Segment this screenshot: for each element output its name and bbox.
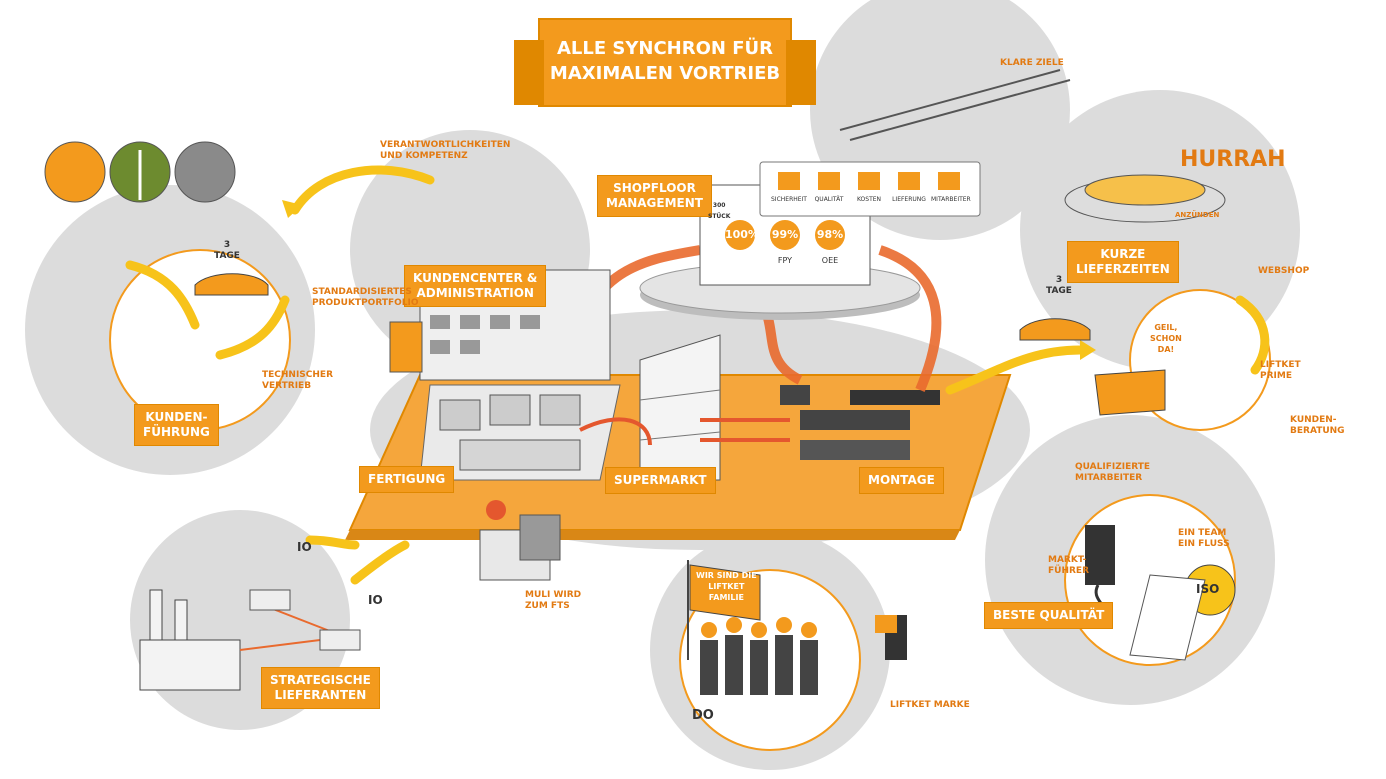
note-stueck: 300 STÜCK <box>708 202 731 220</box>
note-klare-ziele: KLARE ZIELE <box>1000 58 1064 68</box>
note-ein-team: EIN TEAM EIN FLUSS <box>1178 528 1230 549</box>
label-supermarkt: SUPERMARKT <box>606 468 715 493</box>
note-familie: WIR SIND DIE LIFTKET FAMILIE <box>696 571 757 602</box>
note-marktfuehrer: MARKT- FÜHRER <box>1048 555 1089 576</box>
kpi-icon-qualitaet <box>818 172 840 190</box>
label-kundencenter: KUNDENCENTER & ADMINISTRATION <box>405 266 546 306</box>
kpi-circle-3: 98% <box>815 220 845 250</box>
kpi-caption-oee: OEE <box>821 256 839 265</box>
kpi-label-lieferung: LIEFERUNG <box>892 196 926 203</box>
kpi-icon-lieferung <box>898 172 920 190</box>
kpi-icon-kosten <box>858 172 880 190</box>
note-liftket-prime: LIFTKET PRIME <box>1260 360 1301 381</box>
title-line-1: ALLE SYNCHRON FÜR <box>556 38 774 59</box>
note-anzuenden: ANZÜNDEN <box>1175 211 1220 219</box>
note-tage-right: 3 TAGE <box>1046 275 1072 296</box>
label-strategische-lieferanten: STRATEGISCHE LIEFERANTEN <box>262 668 379 708</box>
note-iso: ISO <box>1196 582 1220 596</box>
kpi-icon-row: SICHERHEIT QUALITÄT KOSTEN LIEFERUNG MIT… <box>770 170 980 210</box>
note-io-1: iO <box>297 540 312 554</box>
banner-ribbon-left <box>514 40 544 105</box>
supplier-factory <box>139 589 361 691</box>
agv-vehicle <box>479 500 561 581</box>
label-beste-qualitaet: BESTE QUALITÄT <box>985 603 1113 628</box>
kpi-label-qualitaet: QUALITÄT <box>814 196 844 203</box>
kpi-label-kosten: KOSTEN <box>856 196 882 203</box>
note-hurrah: HURRAH <box>1180 147 1286 172</box>
kpi-icon-mitarbeiter <box>938 172 960 190</box>
note-do: DO <box>692 708 714 723</box>
title-banner: ALLE SYNCHRON FÜR MAXIMALEN VORTRIEB <box>540 20 790 105</box>
label-kundenfuehrung: KUNDEN- FÜHRUNG <box>135 405 218 445</box>
note-liftket-marke: LIFTKET MARKE <box>890 700 970 710</box>
kpi-circle-2: 99% <box>770 220 800 250</box>
label-kurze-lieferzeiten: KURZE LIEFERZEITEN <box>1068 242 1178 282</box>
kpi-caption-fpy: FPY <box>777 256 793 265</box>
label-fertigung: FERTIGUNG <box>360 467 454 492</box>
banner-ribbon-right <box>786 40 816 105</box>
label-shopfloor: SHOPFLOOR MANAGEMENT <box>598 176 711 216</box>
kpi-label-sicherheit: SICHERHEIT <box>771 196 807 203</box>
note-technischer-vertrieb: TECHNISCHER VERTRIEB <box>262 370 334 391</box>
kpi-circle-1: 100% <box>725 220 759 250</box>
note-kundenberatung: KUNDEN- BERATUNG <box>1290 415 1345 436</box>
note-geil: GEIL, SCHON DA! <box>1150 323 1182 354</box>
kundenfuehrung-circle <box>109 249 291 431</box>
title-line-2: MAXIMALEN VORTRIEB <box>549 63 781 84</box>
kpi-icon-sicherheit <box>778 172 800 190</box>
note-standardisiertes: STANDARDISIERTES PRODUKTPORTFOLIO <box>312 287 419 308</box>
note-qualifizierte: QUALIFIZIERTE MITARBEITER <box>1075 462 1151 483</box>
label-montage: MONTAGE <box>860 468 943 493</box>
note-verantwortung: VERANTWORTLICHKEITEN UND KOMPETENZ <box>380 140 511 161</box>
note-io-2: iO <box>368 593 383 607</box>
note-muli: MULI WIRD ZUM FTS <box>525 590 582 611</box>
note-tage-left: 3 TAGE <box>214 240 240 261</box>
kpi-label-mitarbeiter: MITARBEITER <box>931 196 971 203</box>
note-webshop: WEBSHOP <box>1258 266 1310 276</box>
